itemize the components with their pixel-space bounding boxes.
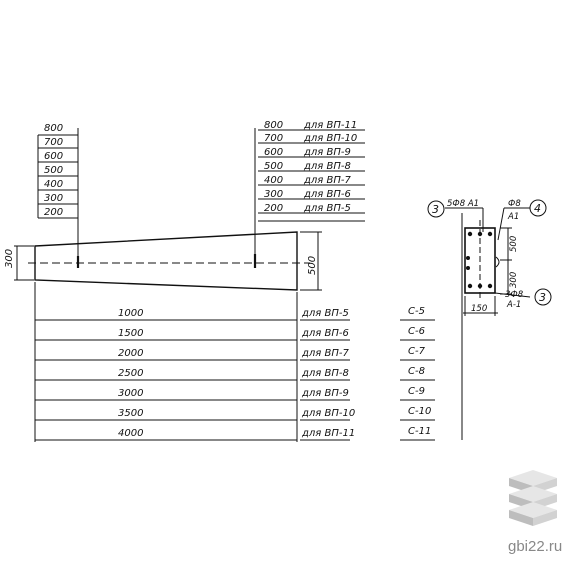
left-width-2: 600 bbox=[44, 151, 63, 162]
section-hook bbox=[495, 256, 500, 268]
right-label-1: для ВП-10 bbox=[303, 133, 357, 144]
left-width-4: 400 bbox=[44, 179, 63, 190]
code-1: С-6 bbox=[408, 326, 425, 337]
right-width-0: 800 bbox=[264, 120, 283, 131]
right-label-0: для ВП-11 bbox=[303, 120, 357, 131]
length-label-4: для ВП-9 bbox=[301, 388, 349, 399]
left-width-labels: 800 700 600 500 400 300 200 bbox=[44, 123, 63, 218]
right-beam-labels: для ВП-11 для ВП-10 для ВП-9 для ВП-8 дл… bbox=[303, 120, 357, 214]
code-4: С-9 bbox=[408, 386, 425, 397]
right-width-labels: 800 700 600 500 400 300 200 bbox=[264, 120, 283, 214]
length-dim-lines bbox=[35, 319, 297, 441]
left-width-6: 200 bbox=[44, 207, 63, 218]
right-table-lines bbox=[258, 142, 365, 222]
section-dim-width-label: 150 bbox=[471, 304, 487, 314]
right-width-3: 500 bbox=[264, 161, 283, 172]
right-label-6: для ВП-5 bbox=[303, 203, 351, 214]
site-logo bbox=[509, 470, 557, 526]
callout-4-number: 4 bbox=[534, 202, 541, 215]
length-label-5: для ВП-10 bbox=[301, 408, 355, 419]
length-1: 1500 bbox=[118, 328, 143, 339]
product-codes: С-5 С-6 С-7 С-8 С-9 С-10 С-11 bbox=[408, 306, 431, 437]
callout-circle-4 bbox=[529, 199, 547, 217]
right-label-5: для ВП-6 bbox=[303, 189, 351, 200]
section-dim-upper: 500 bbox=[509, 236, 519, 252]
code-5: С-10 bbox=[408, 406, 431, 417]
length-label-6: для ВП-11 bbox=[301, 428, 355, 439]
left-table-lines bbox=[38, 134, 78, 219]
bar-bottom-label: 3Ф8 bbox=[505, 290, 524, 300]
right-width-1: 700 bbox=[264, 133, 283, 144]
code-6: С-11 bbox=[408, 426, 431, 437]
length-2: 2000 bbox=[118, 348, 143, 359]
right-width-5: 300 bbox=[264, 189, 283, 200]
code-3: С-8 bbox=[408, 366, 425, 377]
left-height-label: 300 bbox=[4, 249, 15, 268]
bar-top-label: 5Ф8 А1 bbox=[447, 199, 479, 209]
length-label-3: для ВП-8 bbox=[301, 368, 349, 379]
right-label-2: для ВП-9 bbox=[303, 147, 351, 158]
bar-side-class: А1 bbox=[507, 212, 519, 222]
callout-3-bottom-number: 3 bbox=[539, 291, 546, 304]
length-labels: 1000 1500 2000 2500 3000 3500 4000 bbox=[118, 308, 143, 439]
bar-bottom-class: А-1 bbox=[506, 300, 521, 310]
code-2: С-7 bbox=[408, 346, 426, 357]
callout-circle-3-bottom bbox=[534, 288, 552, 306]
length-0: 1000 bbox=[118, 308, 143, 319]
left-width-3: 500 bbox=[44, 165, 63, 176]
right-height-label: 500 bbox=[307, 256, 318, 275]
code-0: С-5 bbox=[408, 306, 425, 317]
beam-outline bbox=[34, 231, 298, 291]
right-width-4: 400 bbox=[264, 175, 283, 186]
callout-3-top-number: 3 bbox=[432, 203, 439, 216]
length-4: 3000 bbox=[118, 388, 143, 399]
callout-bottom-leader bbox=[494, 292, 531, 298]
left-width-1: 700 bbox=[44, 137, 63, 148]
length-label-2: для ВП-7 bbox=[301, 348, 349, 359]
left-width-0: 800 bbox=[44, 123, 63, 134]
length-label-0: для ВП-5 bbox=[301, 308, 349, 319]
section-dim-lower: 300 bbox=[509, 272, 519, 288]
bar-side-label: Ф8 bbox=[508, 199, 521, 209]
left-width-5: 300 bbox=[44, 193, 63, 204]
right-label-3: для ВП-8 bbox=[303, 161, 351, 172]
length-label-1: для ВП-6 bbox=[301, 328, 349, 339]
right-label-4: для ВП-7 bbox=[303, 175, 351, 186]
length-5: 3500 bbox=[118, 408, 143, 419]
rebar-dots bbox=[466, 231, 493, 289]
length-beam-labels: для ВП-5 для ВП-6 для ВП-7 для ВП-8 для … bbox=[301, 308, 355, 439]
right-width-6: 200 bbox=[264, 203, 283, 214]
site-watermark: gbi22.ru bbox=[508, 538, 563, 555]
callout-circle-3-top bbox=[427, 200, 445, 218]
length-3: 2500 bbox=[118, 368, 143, 379]
code-underlines bbox=[400, 319, 435, 441]
length-6: 4000 bbox=[118, 428, 143, 439]
length-label-underlines bbox=[300, 319, 350, 441]
right-width-2: 600 bbox=[264, 147, 283, 158]
